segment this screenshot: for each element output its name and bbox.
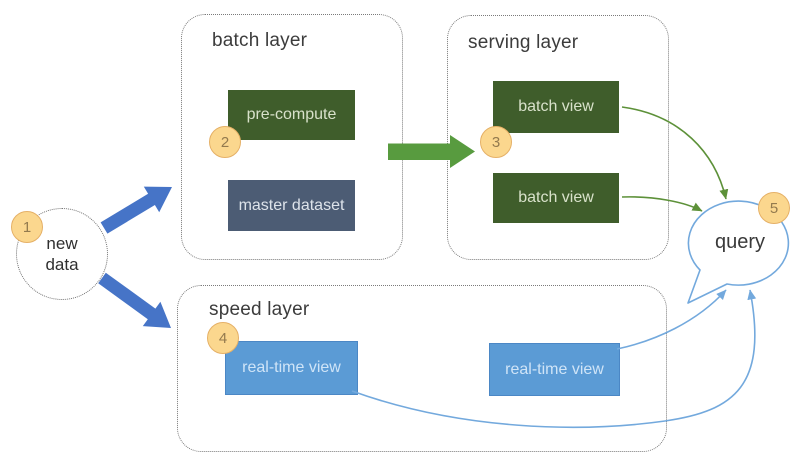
- arrow-realtimeview-right-to-query: [616, 289, 727, 350]
- realtime-view-right-node: real-time view: [489, 343, 620, 396]
- batch-layer-container: batch layer pre-compute master dataset: [181, 14, 403, 260]
- serving-layer-title: serving layer: [468, 32, 579, 53]
- step-badge-3: 3: [480, 126, 512, 158]
- realtime-view-left-label: real-time view: [242, 359, 341, 376]
- serving-layer-container: serving layer batch view batch view: [447, 15, 669, 260]
- arrow-batchview-bottom-to-query: [621, 196, 703, 212]
- arrow-batchview-top-to-query: [621, 106, 729, 200]
- arrow-batchlayer-to-servinglayer: [388, 135, 475, 168]
- step-badge-5: 5: [758, 192, 790, 224]
- batch-layer-title: batch layer: [212, 30, 308, 51]
- batch-view-bottom-node: batch view: [493, 173, 619, 223]
- query-label: query: [714, 231, 766, 253]
- realtime-view-left-node: real-time view: [225, 341, 358, 395]
- master-dataset-label: master dataset: [238, 196, 345, 214]
- step-badge-2: 2: [209, 126, 241, 158]
- batch-view-bottom-label: batch view: [518, 189, 594, 206]
- speed-layer-title: speed layer: [209, 299, 310, 320]
- arrow-newdata-to-speedlayer: [98, 272, 171, 328]
- arrow-realtimeview-left-to-query: [351, 289, 757, 429]
- realtime-view-right-label: real-time view: [505, 360, 604, 378]
- batch-view-top-node: batch view: [493, 81, 619, 133]
- arrow-newdata-to-batchlayer: [100, 186, 172, 234]
- speed-layer-container: speed layer real-time view real-time vie…: [177, 285, 667, 452]
- precompute-node: pre-compute: [228, 90, 355, 140]
- new-data-label-line1: new: [46, 233, 78, 253]
- precompute-label: pre-compute: [246, 106, 337, 123]
- new-data-label-line2: data: [45, 255, 79, 274]
- step-badge-1: 1: [11, 211, 43, 243]
- master-dataset-node: master dataset: [228, 180, 355, 231]
- step-badge-4: 4: [207, 322, 239, 354]
- batch-view-top-label: batch view: [518, 98, 594, 115]
